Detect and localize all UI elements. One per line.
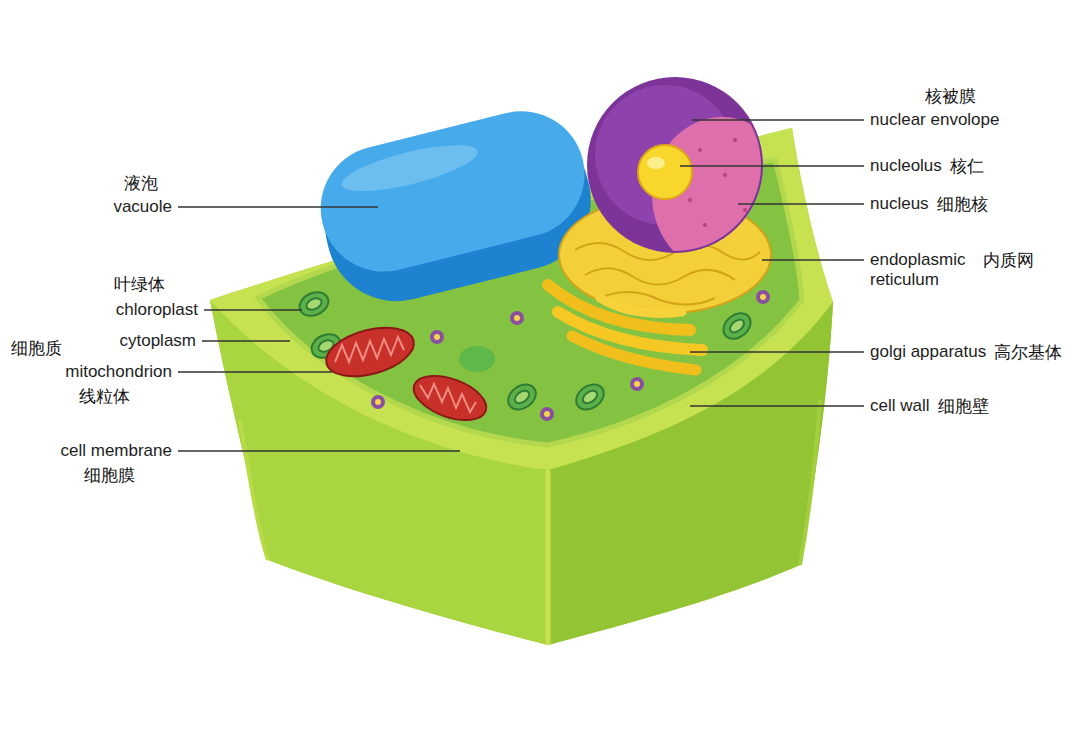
chinese-part-name: 细胞质	[11, 338, 62, 358]
chinese-part-name: 线粒体	[79, 386, 130, 406]
chinese-part-name: 叶绿体	[114, 274, 165, 294]
part-name: cytoplasm	[119, 331, 196, 351]
chloroplast-shape	[296, 288, 756, 415]
chinese-part-name: 细胞核	[937, 194, 988, 214]
part-name: endoplasmic reticulum	[870, 250, 975, 290]
part-name: cell wall	[870, 396, 930, 416]
part-name: vacuole	[113, 197, 172, 217]
vesicle	[371, 290, 770, 421]
chinese-part-name: 核仁	[950, 156, 984, 176]
part-name: chloroplast	[116, 300, 198, 320]
chinese-part-name: 细胞膜	[84, 465, 135, 485]
cell-wall-edge	[546, 470, 551, 645]
chinese-part-name: 核被膜	[925, 86, 976, 106]
mitochondrion-shape	[321, 319, 492, 429]
cell-wall-edge	[240, 420, 268, 560]
part-name: mitochondrion	[65, 362, 172, 382]
cell-wall-edge	[800, 400, 820, 565]
part-name: nucleolus	[870, 156, 942, 176]
chinese-part-name: 细胞壁	[938, 396, 989, 416]
vesicle	[459, 346, 495, 372]
chinese-part-name: 高尔基体	[994, 342, 1062, 362]
leader-line	[178, 120, 864, 451]
part-name: nucleus	[870, 194, 929, 214]
golgi-shape	[548, 285, 702, 370]
chinese-part-name: 液泡	[124, 173, 158, 193]
part-name: nuclear envolope	[870, 110, 999, 130]
part-name: cell membrane	[61, 441, 173, 461]
nucleus-shape	[587, 77, 792, 273]
part-name: golgi apparatus	[870, 342, 986, 362]
chinese-part-name: 内质网	[983, 250, 1034, 270]
